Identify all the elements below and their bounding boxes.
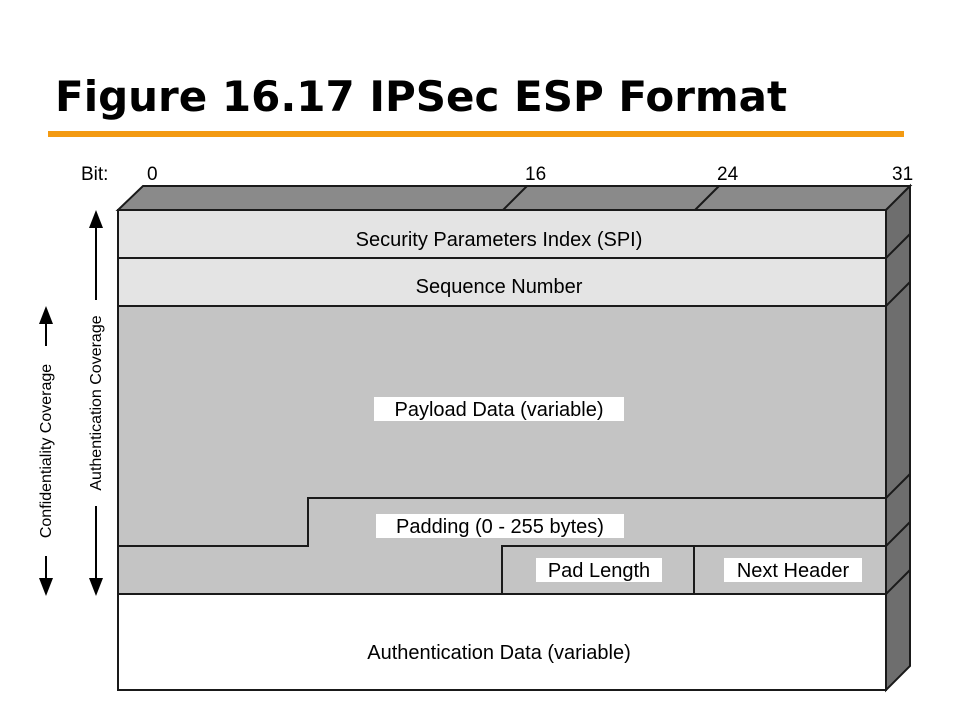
confidentiality-coverage-label: Confidentiality Coverage (38, 364, 55, 538)
pad-length-label: Pad Length (548, 560, 650, 582)
bit-tick-24: 24 (717, 164, 739, 185)
bit-axis-label: Bit: (81, 164, 108, 185)
next-header-label-bg (724, 558, 862, 582)
top-face-divider-16 (502, 185, 528, 211)
next-header-label: Next Header (737, 560, 850, 582)
conf-arrow-up-head (39, 306, 53, 324)
pad-length-label-bg (536, 558, 662, 582)
top-face-divider-24 (694, 185, 720, 211)
auth-arrow-up-head (89, 210, 103, 228)
padding-label-bg (376, 514, 624, 538)
bit-tick-31: 31 (892, 164, 913, 185)
payload-label-bg (374, 397, 624, 421)
bit-tick-0: 0 (147, 164, 158, 185)
authentication-coverage-arrow (89, 210, 103, 596)
payload-padding-boundary (118, 497, 886, 547)
padding-trailer-boundary (501, 545, 886, 594)
box-side-face (885, 183, 911, 693)
confidentiality-coverage-arrow (39, 306, 53, 596)
slide-title: Figure 16.17 IPSec ESP Format (55, 72, 788, 121)
bit-tick-16: 16 (525, 164, 546, 185)
auth-data-field (117, 593, 887, 691)
conf-arrow-down-head (39, 578, 53, 596)
auth-arrow-down-head (89, 578, 103, 596)
auth-data-label: Authentication Data (variable) (367, 642, 630, 664)
spi-field (117, 209, 887, 259)
authentication-coverage-label: Authentication Coverage (88, 315, 105, 490)
side-face-row-edges (885, 233, 911, 595)
payload-label: Payload Data (variable) (395, 399, 604, 421)
sequence-label: Sequence Number (416, 276, 583, 298)
spi-label: Security Parameters Index (SPI) (356, 229, 643, 251)
title-underline (48, 131, 904, 137)
padding-label: Padding (0 - 255 bytes) (396, 516, 604, 538)
